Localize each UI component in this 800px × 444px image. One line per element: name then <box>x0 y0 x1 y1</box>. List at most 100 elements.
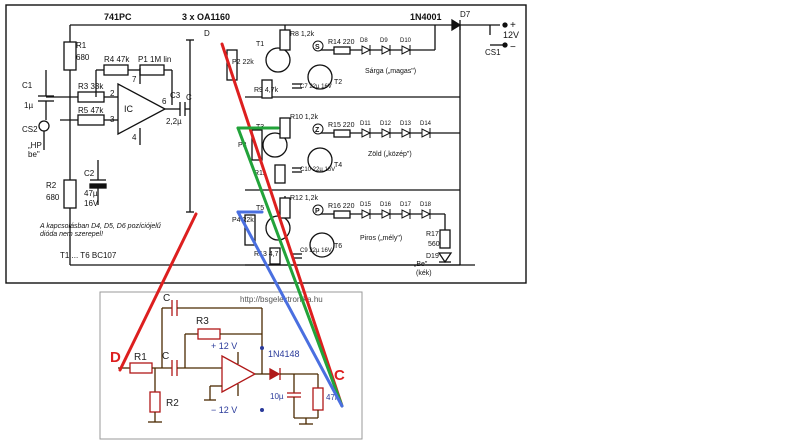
power-led-d: D19 <box>426 253 439 260</box>
ch1--t_b: T4 <box>334 162 342 169</box>
led-label: D10 <box>400 38 412 44</box>
led-d14: D14 <box>420 121 432 138</box>
pin-4: 4 <box>132 133 137 142</box>
ch1--label: Zöld („közép") <box>368 151 412 158</box>
inset-label-c-mid: C <box>162 351 169 362</box>
led-d15: D15 <box>360 202 372 219</box>
green-line <box>236 126 344 408</box>
led-label: D12 <box>380 121 392 127</box>
label-transistors: T1 ... T6 BC107 <box>60 251 117 260</box>
channel-marker-label: Z <box>315 127 320 134</box>
led-d17: D17 <box>400 202 412 219</box>
power-led-label-2: (kék) <box>416 270 432 277</box>
ch2--label: Piros („mély") <box>360 235 402 242</box>
label-r1-val: 680 <box>76 53 90 62</box>
inset-schematic: http://bsgelektronika.hu C R3 R1 C R2 + … <box>99 291 363 440</box>
channel-marker-label: S <box>315 44 320 51</box>
label-r4: R4 47k <box>104 55 130 64</box>
led-label: D17 <box>400 202 412 208</box>
channel-marker-label: P <box>315 208 320 215</box>
inset-label-c-top: C <box>163 293 170 304</box>
ch2--t_b: T6 <box>334 243 342 250</box>
red-line-right <box>220 42 344 408</box>
led-d12: D12 <box>380 121 392 138</box>
led-label: D8 <box>360 38 368 44</box>
ch2--r_emitter: R13 4,7 <box>254 251 279 258</box>
label-r2: R2 <box>46 181 57 190</box>
supply-plus: + <box>510 20 516 31</box>
schematic-frame <box>5 4 527 284</box>
led-d9: D9 <box>380 38 392 55</box>
ch0--led_r: R14 220 <box>328 39 355 46</box>
label-c2-val: 47µ <box>84 189 98 198</box>
label-ic: IC <box>124 104 134 114</box>
supply-node-plus <box>260 346 264 350</box>
channel-marker-s <box>312 40 324 52</box>
header-diodes: 3 x OA1160 <box>182 12 230 22</box>
led-d11: D11 <box>360 121 371 138</box>
ch1--led_r: R15 220 <box>328 122 355 129</box>
inset-label-plus-12v: + 12 V <box>211 341 237 351</box>
ch0--cap: C7 22µ 16V <box>300 84 332 90</box>
pin-7: 7 <box>132 75 137 84</box>
ch0--t_a: T1 <box>256 41 264 48</box>
ch0--r_emitter: R9 4,7k <box>254 87 279 94</box>
header-opamp: 741PC <box>104 12 132 22</box>
led-label: D9 <box>380 38 388 44</box>
ch0--label: Sárga („magas") <box>365 68 416 75</box>
schematic-scan <box>5 4 527 284</box>
ch1--r_top: R10 1,2k <box>290 114 319 121</box>
supply-minus: − <box>510 42 516 53</box>
label-r1: R1 <box>76 41 87 50</box>
inset-d-mark: D <box>110 349 121 366</box>
inset-label-r2: R2 <box>166 398 179 409</box>
label-c3: C3 <box>170 91 181 100</box>
header-rectifier: 1N4001 <box>410 12 442 22</box>
inset-label-pot: 47k <box>326 393 340 402</box>
led-label: D11 <box>360 121 371 127</box>
led-label: D18 <box>420 202 432 208</box>
supply-switch: CS1 <box>485 48 501 57</box>
label-p1: P1 1M lin <box>138 55 171 64</box>
inset-label-r3: R3 <box>196 316 209 327</box>
label-d-mark-top: D <box>204 29 210 38</box>
ch1--pot: P3 <box>238 142 247 149</box>
label-c-mark-top: C <box>186 93 192 102</box>
inset-url: http://bsgelektronika.hu <box>240 295 323 304</box>
red-line-left <box>118 212 198 372</box>
supply-node-minus <box>260 408 264 412</box>
label-r3: R3 33k <box>78 82 104 91</box>
power-led-label: „Be" <box>414 261 428 268</box>
ch2--r_top: R12 1,2k <box>290 195 319 202</box>
led-d8: D8 <box>360 38 372 55</box>
ch1--r_emitter: R11 <box>254 170 266 177</box>
ch2--led_r: R16 220 <box>328 203 355 210</box>
ch2--t_a: T5 <box>256 205 264 212</box>
label-r5: R5 47k <box>78 106 104 115</box>
inset-label-diode: 1N4148 <box>268 349 300 359</box>
channel-marker-z <box>312 123 324 135</box>
ch0--pot: P2 22k <box>232 59 254 66</box>
led-d13: D13 <box>400 121 412 138</box>
label-c1: C1 <box>22 81 33 90</box>
annotation-lines <box>118 42 344 408</box>
power-led-r-val: 560 <box>428 241 440 248</box>
inset-c-mark: C <box>334 367 345 384</box>
blue-line <box>236 210 344 408</box>
ch0--r_top: R8 1,2k <box>290 31 315 38</box>
label-c2: C2 <box>84 169 95 178</box>
ch2--cap: C9 22µ 16V <box>300 248 332 254</box>
led-label: D15 <box>360 202 372 208</box>
supply-voltage: 12V <box>503 30 519 40</box>
channel-labels: R8 1,2k P2 22k R9 4,7k R14 220 C7 22µ 16V T1T… <box>232 31 440 277</box>
label-r2-val: 680 <box>46 193 60 202</box>
inset-label-r1: R1 <box>134 352 147 363</box>
channel-marker-p <box>312 204 324 216</box>
schematic-labels: 741PC 3 x OA1160 1N4001 D 7 + 12V − CS1 R… <box>22 10 519 260</box>
pin-6: 6 <box>162 97 167 106</box>
label-c3-val: 2,2µ <box>166 117 182 126</box>
